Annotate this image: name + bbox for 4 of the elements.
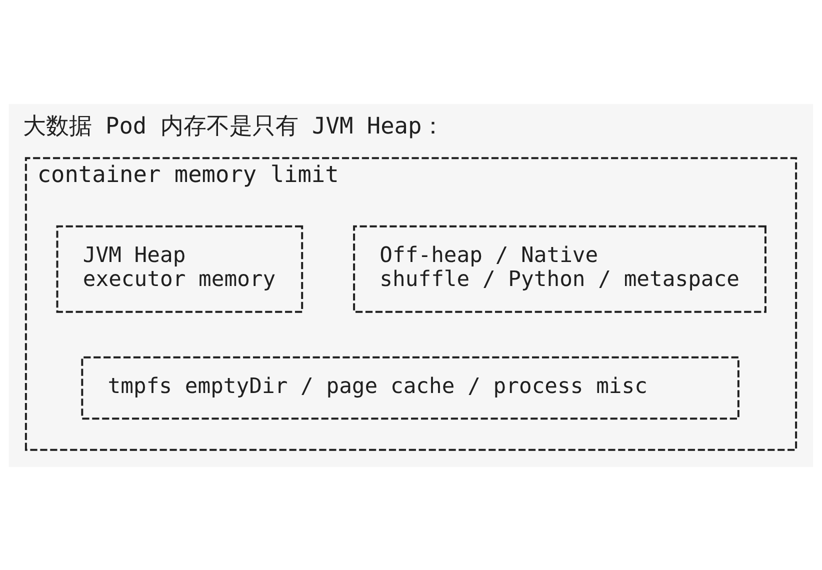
node-box: tmpfs emptyDir / page cache / process misc xyxy=(81,356,740,420)
node-box: JVM Heap executor memory xyxy=(56,224,304,312)
node-box: Off-heap / Native shuffle / Python / metaspace xyxy=(353,224,766,312)
diagram-title: 大数据 Pod 内存不是只有 JVM Heap： xyxy=(22,113,445,140)
